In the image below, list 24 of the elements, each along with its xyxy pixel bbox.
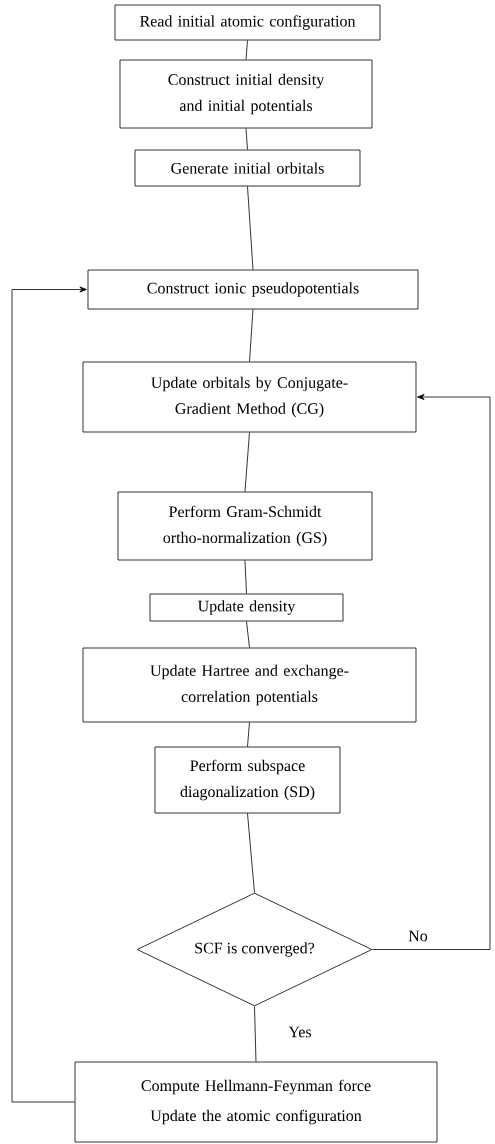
arrow bbox=[372, 394, 491, 950]
process-box: Construct ionic pseudopotentials bbox=[87, 269, 419, 310]
process-box: Perform Gram-Schmidt ortho-normalization (GS) bbox=[117, 491, 373, 561]
process-box: Construct initial density and initial potentials bbox=[119, 59, 373, 129]
process-box: Update density bbox=[149, 593, 344, 622]
connector-line bbox=[244, 560, 247, 594]
process-box: Read initial atomic configuration bbox=[114, 4, 381, 41]
connector-line bbox=[245, 128, 248, 150]
connector-line bbox=[246, 621, 250, 648]
connector-line bbox=[247, 186, 254, 270]
arrow bbox=[11, 286, 87, 1103]
connector-line bbox=[247, 813, 255, 893]
edge-label: Yes bbox=[287, 1025, 313, 1039]
connector-line bbox=[249, 309, 254, 362]
process-box: Compute Hellmann-Feynman force Update the atomic configuration bbox=[74, 1061, 438, 1143]
connector-line bbox=[245, 40, 248, 60]
connector-line bbox=[254, 1006, 257, 1062]
process-box: Update orbitals by Conjugate-Gradient Method (CG) bbox=[82, 361, 417, 433]
connector-line bbox=[247, 722, 250, 747]
connector-line bbox=[244, 432, 250, 492]
process-box: Generate initial orbitals bbox=[134, 149, 361, 187]
process-box: Perform subspace diagonalization (SD) bbox=[154, 746, 341, 814]
edge-label: No bbox=[407, 929, 429, 943]
process-box: Update Hartree and exchange-correlation potentials bbox=[82, 647, 417, 723]
